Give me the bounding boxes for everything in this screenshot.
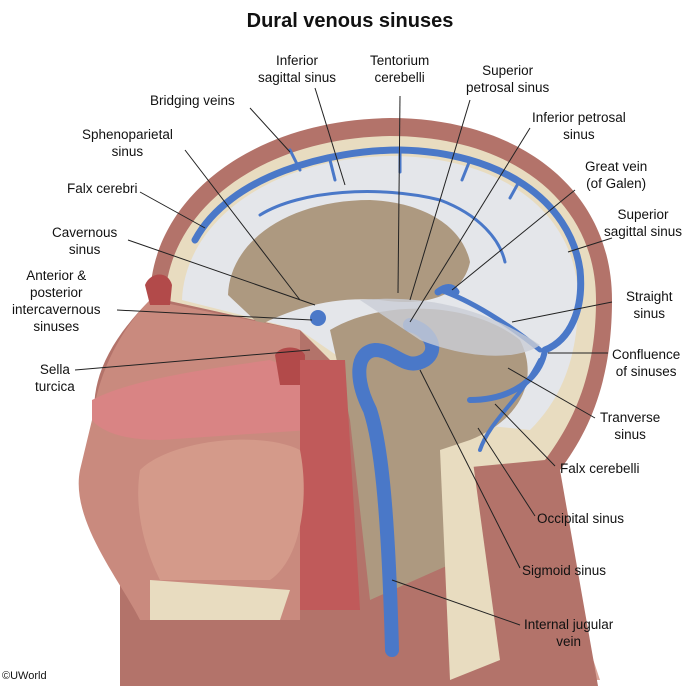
leader-falx-cerebelli xyxy=(494,403,556,467)
great-vein-shape xyxy=(434,284,460,296)
brain-cavity xyxy=(228,200,470,325)
leader-great-vein xyxy=(451,189,576,291)
diagram-title: Dural venous sinuses xyxy=(246,10,454,32)
leader-bridging-veins xyxy=(249,107,291,153)
label-falx-cerebri: Falx cerebri xyxy=(67,181,138,196)
leader-sphenoparietal xyxy=(184,149,301,301)
leader-superior-sagittal xyxy=(567,237,613,253)
occipital-sinus-shape xyxy=(478,358,542,452)
label-great-vein-of-galen: Great vein(of Galen) xyxy=(585,159,648,191)
leader-straight xyxy=(511,301,613,323)
leader-inferior-petrosal xyxy=(409,127,531,323)
superior-sagittal-sinus-shape xyxy=(191,146,585,354)
leader-tentorium xyxy=(397,95,401,294)
mandible xyxy=(150,580,290,620)
leader-superior-petrosal xyxy=(409,99,471,301)
tentorium-shape xyxy=(360,298,540,356)
sigmoid-sinus-shape xyxy=(352,318,440,657)
leader-transverse xyxy=(507,367,596,419)
leader-falx-cerebri xyxy=(139,191,206,229)
posterior-fossa xyxy=(330,308,528,600)
leader-sigmoid xyxy=(419,369,521,569)
bridging-veins-shape xyxy=(288,148,522,200)
inferior-sagittal-sinus-shape xyxy=(258,190,507,264)
label-occipital-sinus: Occipital sinus xyxy=(537,511,625,526)
sphenoid-sinus xyxy=(275,347,305,385)
leader-cavernous xyxy=(127,239,316,306)
leader-internal-jugular xyxy=(391,579,521,626)
label-bridging-veins: Bridging veins xyxy=(150,93,235,108)
leader-intercavernous xyxy=(116,309,313,321)
copyright-notice: ©UWorld xyxy=(2,670,47,682)
spine xyxy=(440,440,500,680)
nasal-cavity xyxy=(92,360,313,440)
frontal-sinus xyxy=(145,274,172,305)
label-sigmoid-sinus: Sigmoid sinus xyxy=(522,563,607,578)
leader-inferior-sagittal xyxy=(314,87,346,186)
transverse-sinus-shape xyxy=(467,347,548,403)
label-falx-cerebelli: Falx cerebelli xyxy=(560,461,640,476)
pharynx xyxy=(300,360,360,610)
leader-sella xyxy=(74,349,311,371)
tongue xyxy=(138,439,304,580)
leader-occipital xyxy=(477,427,536,517)
cavernous-sinus-shape xyxy=(310,310,326,326)
